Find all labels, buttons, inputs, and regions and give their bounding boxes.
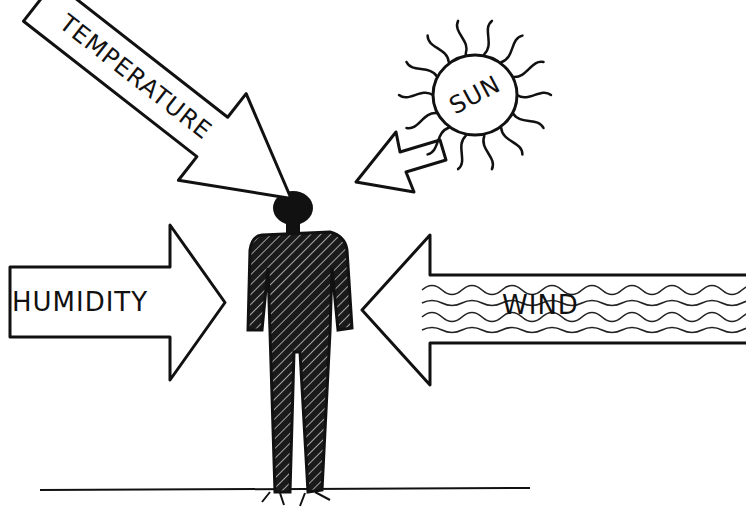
sun-ray-arrow xyxy=(356,132,446,192)
wind-line xyxy=(422,328,746,333)
node-outline xyxy=(5,0,325,242)
sun-ray xyxy=(513,113,544,128)
factor-label: HUMIDITY xyxy=(12,289,148,315)
person-figure xyxy=(248,232,352,492)
factor-label: WIND xyxy=(502,292,579,318)
arrow-shape xyxy=(362,235,746,385)
person-feet xyxy=(262,492,330,506)
sun-ray xyxy=(407,113,438,128)
sun-disc xyxy=(433,55,517,135)
sun-ray xyxy=(484,21,492,54)
sun-ray xyxy=(501,128,522,155)
sun-ray xyxy=(407,62,438,77)
sun-ray xyxy=(458,136,466,169)
sun-ray xyxy=(501,36,522,63)
sun-ray xyxy=(457,21,467,54)
sun-ray xyxy=(428,128,449,155)
sun-ray xyxy=(428,36,449,63)
temperature-arrow: TEMPERATURE xyxy=(5,0,325,242)
factor-label: TEMPERATURE xyxy=(55,11,216,144)
wind-line xyxy=(422,301,746,306)
sun-ray xyxy=(513,62,544,77)
wind-line xyxy=(422,286,746,295)
sun-ray xyxy=(483,136,493,169)
sun-ray xyxy=(517,93,551,98)
humidity-arrow: HUMIDITY xyxy=(10,225,225,380)
arrow-shape xyxy=(5,0,325,242)
sun-shape: SUN xyxy=(395,15,555,175)
wind-arrow: WIND xyxy=(362,235,746,385)
arrow-shape xyxy=(10,225,225,380)
sun-ray xyxy=(399,93,433,98)
wind-line xyxy=(422,313,746,322)
